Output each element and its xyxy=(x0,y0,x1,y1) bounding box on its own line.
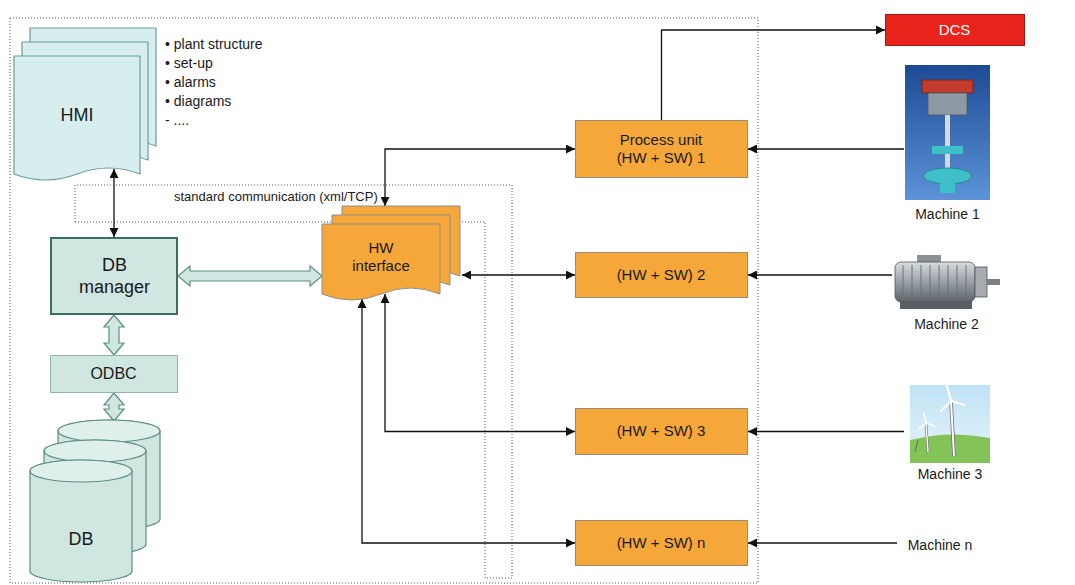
dcs-box: DCS xyxy=(885,14,1025,46)
process-unit-box: Process unit (HW + SW) 1 xyxy=(575,120,748,178)
node-label: (HW + SW) 3 xyxy=(617,422,706,440)
db-manager-box: DB manager xyxy=(50,237,178,315)
connector-arrow xyxy=(385,149,575,206)
machine-node: Machine n xyxy=(900,534,980,554)
node-content: HW interface xyxy=(322,224,440,290)
machine-node: Machine 2 xyxy=(893,255,1000,333)
process-unit-box: (HW + SW) 2 xyxy=(575,252,748,298)
node-content: ODBC xyxy=(51,356,176,391)
hmi-feature-item: - .... xyxy=(165,112,189,129)
connector-arrow xyxy=(748,148,904,149)
node-content: Machine 3 xyxy=(905,385,995,483)
cylinder-top xyxy=(30,460,132,482)
node-content: HMI xyxy=(14,56,140,176)
odbc-box: ODBC xyxy=(50,355,178,393)
cylinder-body xyxy=(30,460,132,582)
node-content: (HW + SW) 3 xyxy=(576,409,746,453)
database-cylinders-outline xyxy=(30,420,160,582)
machine-caption: Machine 3 xyxy=(918,466,983,483)
node-label: (HW + SW) 2 xyxy=(617,266,706,284)
document-page xyxy=(322,224,440,300)
connector-arrow xyxy=(462,274,575,275)
cylinder-top xyxy=(58,420,160,442)
node-label: DB xyxy=(68,529,93,551)
hw-interface-stack: HW interface xyxy=(322,206,462,304)
process-unit-box: (HW + SW) 3 xyxy=(575,408,748,455)
connector-arrow xyxy=(385,294,575,432)
system-boundary xyxy=(10,18,758,583)
node-content: DCS xyxy=(886,15,1023,44)
node-label: HW interface xyxy=(341,239,421,275)
connector-arrow xyxy=(113,169,114,237)
node-content: Machine 2 xyxy=(893,255,1000,333)
node-content: Machine n xyxy=(900,534,980,554)
connector-arrow xyxy=(662,30,886,120)
node-content: Process unit (HW + SW) 1 xyxy=(576,121,746,176)
motor-illustration xyxy=(895,255,1000,309)
hmi-document-stack: HMI xyxy=(14,28,156,184)
machine-caption: Machine n xyxy=(908,537,973,554)
document-page xyxy=(14,56,140,180)
machine-node: Machine 3 xyxy=(905,385,995,483)
node-content: DB manager xyxy=(52,239,177,314)
hmi-feature-item: • set-up xyxy=(165,55,213,72)
hmi-feature-item: • plant structure xyxy=(165,36,263,53)
node-label: ODBC xyxy=(90,364,136,383)
connector-arrow xyxy=(362,299,575,543)
machine-caption: Machine 2 xyxy=(914,316,979,333)
machine-node: Machine 1 xyxy=(905,65,990,223)
node-label: DB manager xyxy=(75,255,155,298)
process-unit-box: (HW + SW) n xyxy=(575,520,748,566)
node-content: Machine 1 xyxy=(905,65,990,223)
machine-caption: Machine 1 xyxy=(915,206,980,223)
node-label: Process unit (HW + SW) 1 xyxy=(605,131,717,167)
node-label: DCS xyxy=(939,21,971,39)
connector-arrow xyxy=(748,431,904,432)
node-label: (HW + SW) n xyxy=(617,534,706,552)
cylinder-top xyxy=(44,440,146,462)
generator-illustration xyxy=(905,65,990,200)
node-label: HMI xyxy=(61,105,94,127)
band-label: standard communication (xml/TCP) xyxy=(172,189,380,205)
node-content: (HW + SW) n xyxy=(576,521,746,564)
hmi-feature-item: • diagrams xyxy=(165,93,231,110)
connector-arrow xyxy=(748,542,897,543)
data-flow-arrow xyxy=(104,315,124,355)
node-content: DB xyxy=(30,510,132,570)
data-flow-arrow xyxy=(178,266,322,286)
connector-arrow xyxy=(748,274,892,275)
node-content: (HW + SW) 2 xyxy=(576,253,746,296)
wind-turbine-illustration xyxy=(910,385,990,463)
data-flow-arrow xyxy=(104,393,124,421)
database-cylinders: DB xyxy=(30,420,160,582)
hmi-feature-item: • alarms xyxy=(165,74,216,91)
